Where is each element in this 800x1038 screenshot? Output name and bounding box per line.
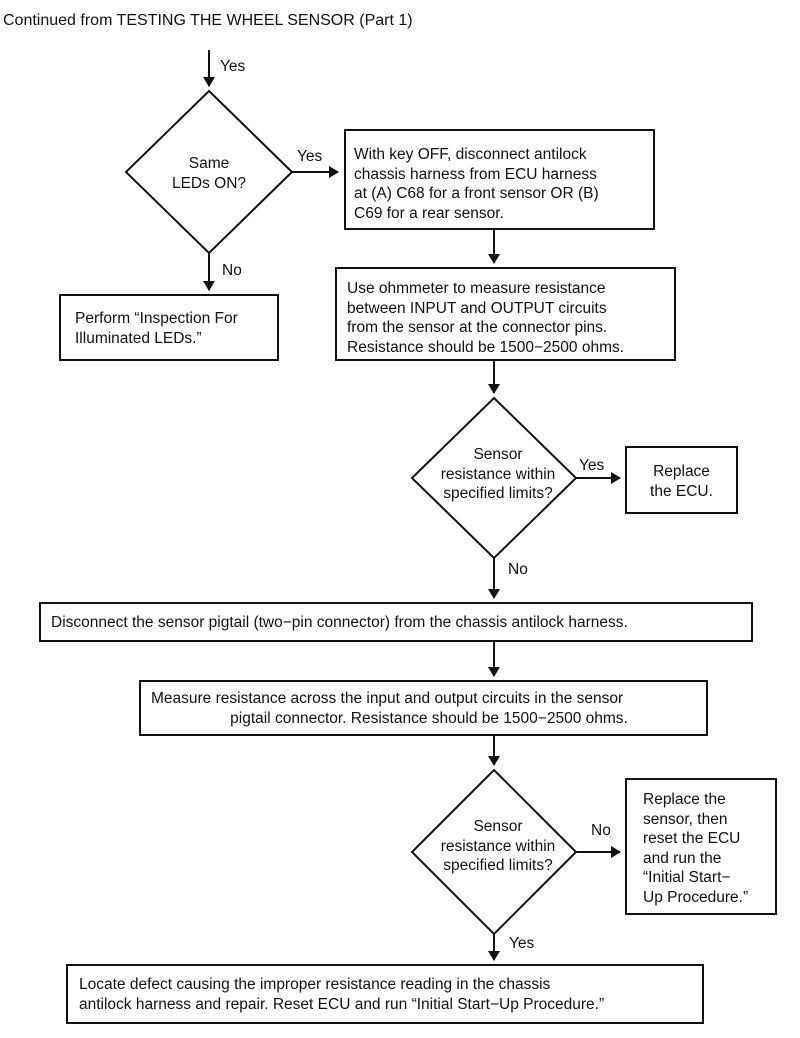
replace-sensor-line: reset the ECU xyxy=(643,830,741,847)
measure-pigtail-line: pigtail connector. Resistance should be … xyxy=(230,709,628,727)
decision-2-line: Sensor xyxy=(473,446,523,463)
inspection-line: Illuminated LEDs.” xyxy=(75,329,202,347)
decision-3-line: Sensor xyxy=(473,818,523,835)
measure-pigtail-box-frame xyxy=(139,680,708,736)
ohmmeter-line: from the sensor at the connector pins. xyxy=(347,319,608,336)
disconnect-ecu-line: chassis harness from ECU harness xyxy=(354,165,597,183)
ohmmeter-line: Use ohmmeter to measure resistance xyxy=(347,280,606,297)
replace-sensor-line: Replace the xyxy=(643,791,726,808)
replace-ecu-box-frame xyxy=(625,446,738,514)
label-no-decision-1: No xyxy=(222,262,242,279)
decision-2-line: specified limits? xyxy=(443,485,553,502)
inspection-box-frame xyxy=(59,294,279,361)
disconnect-ecu-line: C69 for a rear sensor. xyxy=(354,204,504,222)
decision-2-line: resistance within xyxy=(440,465,556,483)
decision-1-line: Same xyxy=(188,155,230,172)
pigtail-text: Disconnect the sensor pigtail (two−pin c… xyxy=(51,613,751,633)
decision-3-line: resistance within xyxy=(440,837,556,855)
replace-sensor-line: and run the xyxy=(643,849,722,867)
label-yes-top: Yes xyxy=(220,58,246,75)
ohmmeter-box-frame xyxy=(335,267,676,361)
replace-ecu-text: Replace the ECU. xyxy=(626,462,737,501)
inspection-text: Perform “Inspection For Illuminated LEDs… xyxy=(75,309,275,348)
replace-sensor-box-frame xyxy=(625,778,777,915)
disconnect-ecu-line: With key OFF, disconnect antilock xyxy=(354,146,587,163)
decision-2-text: Sensor resistance within specified limit… xyxy=(420,445,576,504)
continued-header: Continued from TESTING THE WHEEL SENSOR … xyxy=(3,12,413,29)
disconnect-ecu-box-frame xyxy=(344,129,655,230)
decision-3-text: Sensor resistance within specified limit… xyxy=(420,817,576,876)
disconnect-ecu-line: at (A) C68 for a front sensor OR (B) xyxy=(354,185,599,202)
replace-sensor-text: Replace the sensor, then reset the ECU a… xyxy=(643,790,775,907)
replace-sensor-line: Up Procedure.” xyxy=(643,888,749,906)
label-yes-decision-2: Yes xyxy=(579,457,605,474)
measure-pigtail-text: Measure resistance across the input and … xyxy=(151,689,707,728)
replace-ecu-line: Replace xyxy=(653,463,710,480)
decision-1-line: LEDs ON? xyxy=(171,174,247,192)
locate-defect-box-frame xyxy=(66,964,704,1024)
pigtail-box-frame xyxy=(39,602,753,642)
ohmmeter-text: Use ohmmeter to measure resistance betwe… xyxy=(347,279,675,357)
decision-1-text: Same LEDs ON? xyxy=(150,154,268,193)
replace-sensor-line: “Initial Start− xyxy=(643,869,731,886)
disconnect-ecu-text: With key OFF, disconnect antilock chassi… xyxy=(354,145,654,223)
label-no-decision-3: No xyxy=(591,822,611,839)
locate-defect-line: antilock harness and repair. Reset ECU a… xyxy=(79,995,605,1013)
label-yes-decision-1: Yes xyxy=(297,148,323,165)
ohmmeter-line: Resistance should be 1500−2500 ohms. xyxy=(347,338,625,356)
inspection-line: Perform “Inspection For xyxy=(75,310,238,327)
locate-defect-text: Locate defect causing the improper resis… xyxy=(79,975,703,1014)
locate-defect-line: Locate defect causing the improper resis… xyxy=(79,976,551,993)
pigtail-line: Disconnect the sensor pigtail (two−pin c… xyxy=(51,614,628,631)
label-no-decision-2: No xyxy=(508,561,528,578)
replace-sensor-line: sensor, then xyxy=(643,810,728,828)
label-yes-decision-3: Yes xyxy=(509,935,535,952)
ohmmeter-line: between INPUT and OUTPUT circuits xyxy=(347,299,607,317)
replace-ecu-line: the ECU. xyxy=(650,482,713,500)
decision-3-line: specified limits? xyxy=(443,857,553,874)
measure-pigtail-line: Measure resistance across the input and … xyxy=(151,690,624,707)
